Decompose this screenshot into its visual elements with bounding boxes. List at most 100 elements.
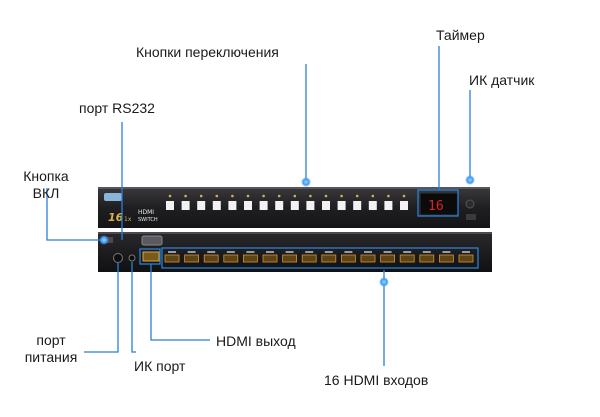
port-label-plate bbox=[364, 251, 372, 253]
hdmi-input-port bbox=[321, 254, 337, 263]
hdmi-input-port bbox=[262, 254, 278, 263]
button-led bbox=[402, 194, 406, 198]
hdmi-input-port bbox=[399, 254, 415, 263]
hdmi-input-port bbox=[184, 254, 200, 263]
switch-button bbox=[368, 201, 377, 210]
button-led bbox=[184, 194, 187, 198]
line-power-port bbox=[84, 262, 119, 353]
label-switch-buttons: Кнопки переключения bbox=[136, 44, 279, 60]
switch-button bbox=[259, 201, 268, 210]
switch-button bbox=[197, 201, 206, 210]
button-led bbox=[371, 194, 375, 198]
ir-sensor-window bbox=[465, 199, 475, 209]
hdmi-input-port bbox=[438, 254, 454, 263]
label-hdmi-inputs: 16 HDMI входов bbox=[324, 372, 429, 388]
button-led bbox=[340, 194, 343, 198]
button-led bbox=[168, 194, 172, 198]
hdmi-out-highlight-box bbox=[139, 248, 161, 265]
switch-button bbox=[337, 201, 346, 210]
label-ir-sensor: ИК датчик bbox=[469, 72, 535, 88]
hdmi-input-port bbox=[301, 254, 317, 263]
button-led bbox=[387, 194, 390, 198]
hdmi-input-port bbox=[223, 254, 239, 263]
power-switch-front bbox=[466, 214, 476, 220]
port-label-plate bbox=[266, 251, 274, 253]
switch-button bbox=[244, 201, 252, 210]
button-led bbox=[293, 194, 297, 198]
port-label-plate bbox=[246, 251, 255, 253]
model-number: 16 bbox=[108, 211, 124, 224]
hdmi-input-group bbox=[164, 251, 474, 263]
switch-button bbox=[384, 201, 393, 210]
label-power-button-line1: Кнопка bbox=[23, 168, 69, 184]
timer-highlight-box bbox=[417, 189, 459, 217]
switch-button bbox=[353, 201, 362, 210]
switch-button bbox=[306, 201, 315, 210]
port-label-plate bbox=[285, 251, 294, 253]
button-led bbox=[199, 194, 203, 198]
button-led bbox=[324, 194, 328, 198]
button-led bbox=[309, 194, 312, 198]
button-led bbox=[231, 194, 234, 198]
port-label-plate bbox=[383, 251, 392, 253]
port-label-plate bbox=[462, 251, 470, 253]
switch-button bbox=[228, 201, 237, 210]
switch-button bbox=[290, 201, 299, 210]
timer-digits: 16 bbox=[428, 199, 444, 214]
hdmi-input-port bbox=[282, 254, 298, 263]
hdmi-input-port bbox=[340, 254, 356, 263]
model-switch: SWITCH bbox=[138, 217, 158, 223]
switch-button bbox=[322, 201, 330, 210]
label-power-button-line2: ВКЛ bbox=[32, 185, 60, 201]
hdmi-input-port bbox=[203, 254, 219, 263]
model-hdmi: HDMI bbox=[138, 209, 154, 216]
switch-button bbox=[166, 201, 174, 210]
port-label-plate bbox=[324, 251, 333, 253]
line-power-button bbox=[46, 188, 104, 241]
dot-hdmi-inputs bbox=[379, 277, 389, 287]
ir-port-jack bbox=[128, 254, 136, 262]
label-power-port: порт питания bbox=[20, 332, 82, 366]
rear-panel-edge bbox=[98, 232, 492, 234]
dot-switch-buttons bbox=[301, 177, 311, 187]
port-label-plate bbox=[187, 251, 196, 253]
label-power-port-line2: питания bbox=[24, 349, 78, 365]
port-label-plate bbox=[207, 251, 216, 253]
port-label-plate bbox=[442, 251, 451, 253]
front-unit: 16 1x HDMI SWITCH 16 bbox=[98, 187, 490, 228]
port-label-plate bbox=[168, 251, 176, 253]
label-rs232: порт RS232 bbox=[79, 100, 155, 116]
hdmi-input-port bbox=[419, 254, 435, 263]
label-hdmi-out: HDMI выход bbox=[216, 333, 296, 349]
port-label-plate bbox=[344, 251, 353, 253]
button-led bbox=[246, 194, 250, 198]
annotation-boxes bbox=[139, 189, 479, 269]
brand-logo bbox=[104, 193, 122, 201]
label-power-button: Кнопка ВКЛ bbox=[20, 168, 72, 202]
rs232-connector bbox=[141, 235, 163, 246]
port-label-plate bbox=[403, 251, 412, 253]
dot-power-button bbox=[99, 235, 109, 245]
switch-button-group bbox=[166, 194, 408, 210]
hdmi-inputs-highlight-box bbox=[161, 247, 479, 269]
switch-button bbox=[275, 201, 284, 210]
rear-unit bbox=[98, 232, 492, 272]
hdmi-input-port bbox=[380, 254, 396, 263]
button-led bbox=[262, 194, 265, 198]
line-hdmi-out bbox=[150, 264, 210, 341]
hdmi-input-port bbox=[458, 254, 474, 263]
port-label-plate bbox=[226, 251, 235, 253]
button-led bbox=[215, 194, 219, 198]
model-ratio: 1x bbox=[124, 216, 132, 223]
label-timer: Таймер bbox=[436, 27, 485, 43]
annotation-dots bbox=[99, 175, 475, 287]
power-jack bbox=[113, 253, 123, 263]
line-ir-port bbox=[131, 262, 136, 353]
hdmi-input-port bbox=[242, 254, 258, 263]
switch-button bbox=[400, 201, 408, 210]
hdmi-input-port bbox=[360, 254, 376, 263]
switch-button bbox=[181, 201, 190, 210]
port-label-plate bbox=[422, 251, 431, 253]
switch-button bbox=[212, 201, 221, 210]
